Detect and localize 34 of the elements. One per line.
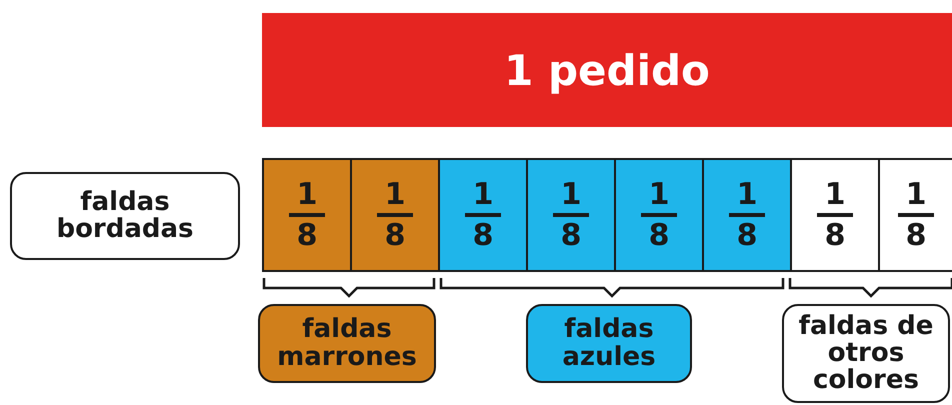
numerator: 1	[648, 178, 670, 211]
header-text: 1 pedido	[504, 46, 710, 94]
fraction-cell	[350, 158, 440, 272]
label-text: faldas bordadas	[55, 188, 195, 244]
label-box	[782, 304, 950, 403]
numerator: 1	[472, 178, 494, 211]
label-box	[526, 304, 692, 383]
denominator: 8	[906, 219, 926, 252]
numerator: 1	[906, 178, 926, 211]
numerator: 1	[824, 178, 846, 211]
numerator: 1	[560, 178, 582, 211]
header-bar	[262, 13, 952, 127]
label-text: faldas de otros colores	[798, 312, 934, 394]
fraction-cell	[526, 158, 616, 272]
denominator: 8	[736, 219, 758, 252]
denominator: 8	[384, 219, 406, 252]
denominator: 8	[824, 219, 846, 252]
numerator: 1	[384, 178, 406, 211]
denominator: 8	[296, 219, 318, 252]
fraction-cell	[438, 158, 528, 272]
denominator: 8	[472, 219, 494, 252]
fraction-cell	[790, 158, 880, 272]
label-text: faldas azules	[561, 316, 657, 371]
label-text: faldas marrones	[276, 316, 418, 371]
numerator: 1	[296, 178, 318, 211]
denominator: 8	[560, 219, 582, 252]
fraction-cell	[614, 158, 704, 272]
fraction-cell	[878, 158, 952, 272]
fraction-cell	[262, 158, 352, 272]
fraction-cell	[702, 158, 792, 272]
label-box	[258, 304, 436, 383]
denominator: 8	[648, 219, 670, 252]
label-box	[10, 172, 240, 260]
numerator: 1	[736, 178, 758, 211]
